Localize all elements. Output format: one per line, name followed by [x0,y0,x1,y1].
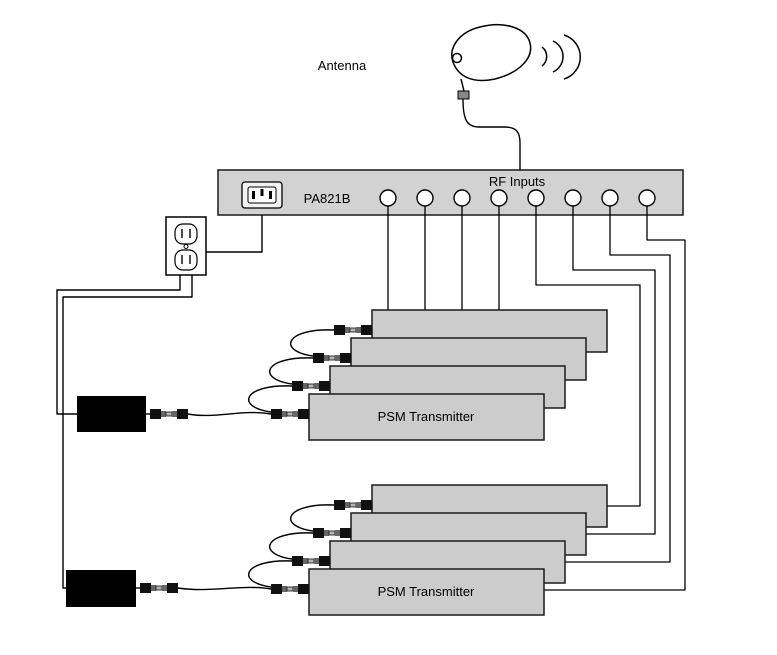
lower-supply-power-cable [62,275,193,589]
upper-supply-power-cable [56,275,181,415]
rf-input-connector [490,189,508,207]
rf-input-connector [416,189,434,207]
rf-waves-icon [541,34,581,80]
dc-connector-pair-icon [333,324,373,336]
rf-cable [544,206,686,591]
rf-input-connector [379,189,397,207]
dc-cables-lower [136,504,335,591]
dc-connector-pair-icon [312,527,352,539]
power-cables [56,215,263,589]
dc-connector-pair-icon [291,555,331,567]
dc-connector-pair-icon [333,499,373,511]
dc-connector-pair-icon [270,583,310,595]
dc-connector-pair-icon [270,408,310,420]
combiner-model-label: PA821B [304,191,351,206]
psm-transmitter-label-lower: PSM Transmitter [378,584,475,599]
power-supply-upper [77,396,146,432]
power-supply-lower [66,570,136,607]
antenna-cable [462,98,521,170]
psm-transmitter-stack-upper: PSM Transmitter [308,309,608,441]
rf-input-connector [527,189,545,207]
antenna-icon [451,24,532,100]
rf-input-connectors [379,189,656,207]
wall-outlet-icon [165,216,207,276]
rf-input-connector [601,189,619,207]
rf-cable [535,206,641,507]
rf-input-connector [453,189,471,207]
power-inlet-icon [241,181,283,209]
antenna-label: Antenna [318,58,367,73]
combiner-power-cable [206,215,263,253]
rf-inputs-label: RF Inputs [489,174,546,189]
rf-cable [565,206,671,563]
rf-input-connector [564,189,582,207]
psm-transmitter [308,393,545,441]
psm-transmitter-stack-lower: PSM Transmitter [308,484,608,616]
dc-connector-pair-icon [291,380,331,392]
rf-cable [572,206,656,535]
rf-input-connector [638,189,656,207]
dc-connector-pair-icon [139,582,179,594]
dc-cables-upper [146,329,335,417]
combiner-unit: PA821B RF Inputs [217,169,684,216]
psm-transmitter-label-upper: PSM Transmitter [378,409,475,424]
psm-transmitter [308,568,545,616]
dc-connector-pair-icon [149,408,189,420]
dc-connector-pair-icon [312,352,352,364]
